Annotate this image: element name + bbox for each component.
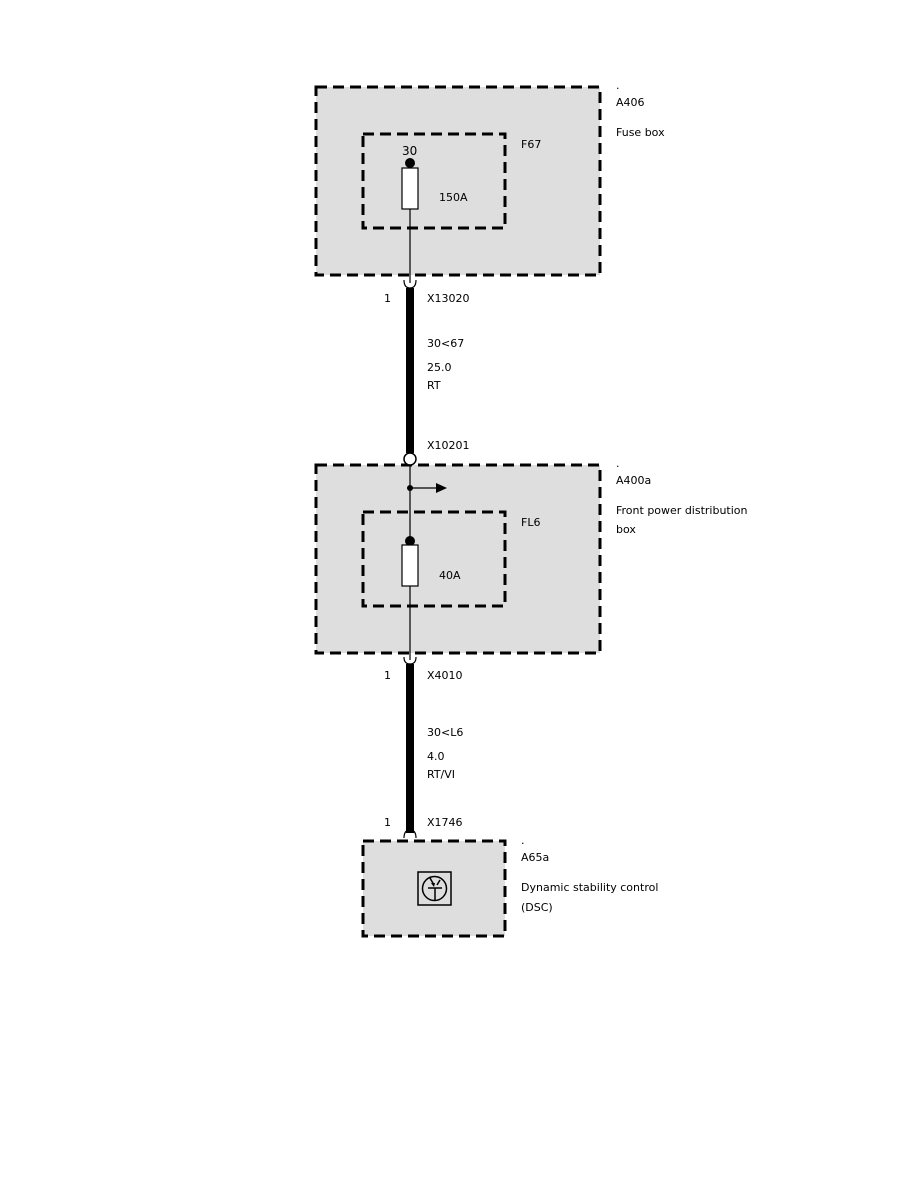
x10201-id: X10201: [427, 439, 470, 452]
wire1-circuit: 30<67: [427, 337, 464, 350]
fuse-f67-symbol: [401, 167, 419, 210]
x1746-connector-symbol: [403, 829, 417, 839]
f67-terminal: 30: [402, 144, 417, 158]
wire1-color: RT: [427, 379, 441, 392]
fl6-terminal-dot: [405, 536, 415, 546]
f67-rating: 150A: [439, 191, 468, 204]
a65a-name-line1: Dynamic stability control: [521, 881, 658, 894]
a65a-id: A65a: [521, 851, 549, 864]
a65a-marker: .: [521, 834, 525, 847]
x4010-pin: 1: [384, 669, 391, 682]
a406-id: A406: [616, 96, 645, 109]
a400a-marker: .: [616, 457, 620, 470]
control-unit-icon: [417, 871, 452, 906]
x13020-pin: 1: [384, 292, 391, 305]
wire2-color: RT/VI: [427, 768, 455, 781]
x1746-id: X1746: [427, 816, 463, 829]
fuse-f67-housing: [361, 132, 507, 230]
a400a-name-line2: box: [616, 523, 636, 536]
wire1-size: 25.0: [427, 361, 452, 374]
branch-arrow-icon: [436, 483, 447, 493]
x4010-id: X4010: [427, 669, 463, 682]
fl6-rating: 40A: [439, 569, 461, 582]
wire2-size: 4.0: [427, 750, 445, 763]
a406-name: Fuse box: [616, 126, 665, 139]
fl6-id: FL6: [521, 516, 540, 529]
a406-marker: .: [616, 79, 620, 92]
fuse-box-a406: [314, 85, 602, 277]
fuse-fl6-symbol: [401, 544, 419, 587]
x13020-id: X13020: [427, 292, 470, 305]
a65a-name-line2: (DSC): [521, 901, 553, 914]
wire2-circuit: 30<L6: [427, 726, 463, 739]
x10201-connector-symbol: [403, 452, 417, 466]
f67-id: F67: [521, 138, 541, 151]
power-distribution-box-a400a: [314, 463, 602, 655]
a400a-name-line1: Front power distribution: [616, 504, 748, 517]
fuse-fl6-housing: [361, 510, 507, 608]
x1746-pin: 1: [384, 816, 391, 829]
a400a-id: A400a: [616, 474, 651, 487]
